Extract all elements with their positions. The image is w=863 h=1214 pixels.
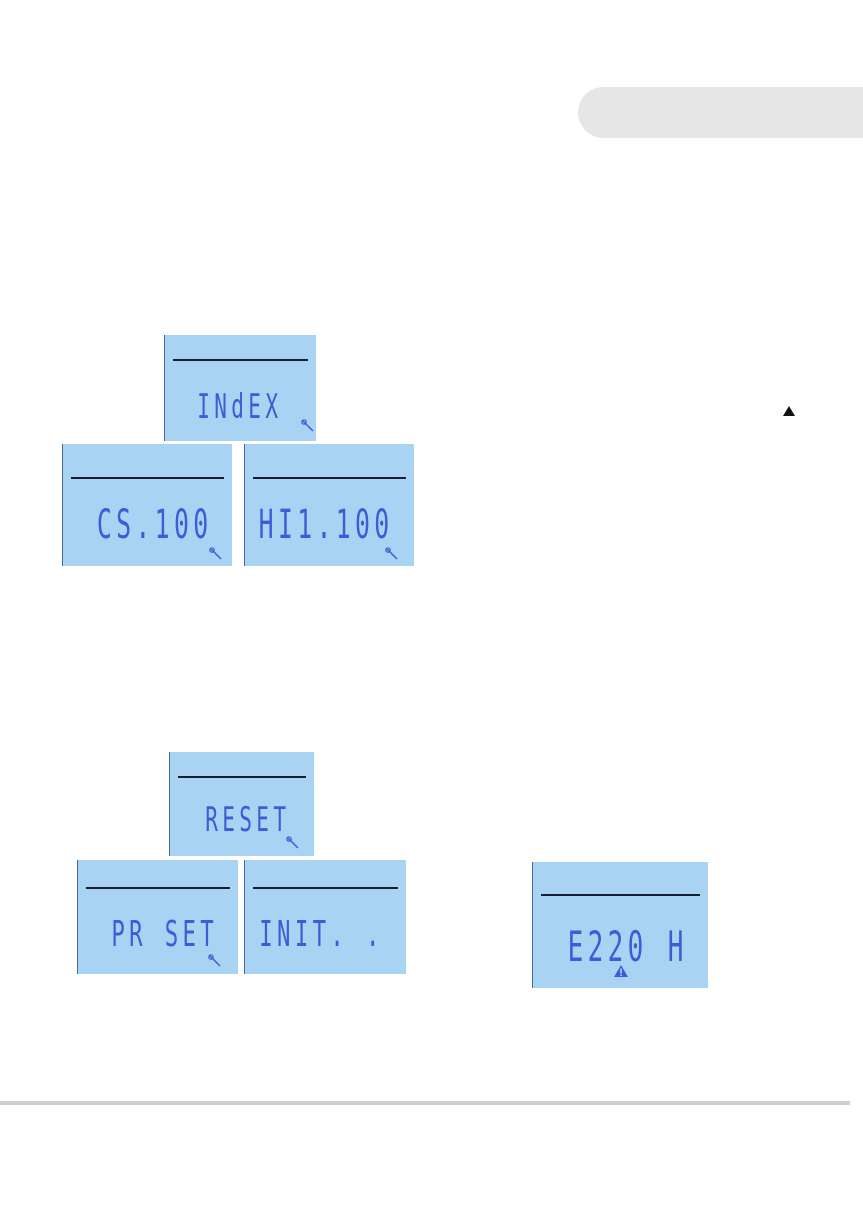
- lcd-rule: [178, 776, 306, 778]
- wrench-icon: [385, 547, 399, 561]
- wrench-icon: [286, 836, 300, 850]
- footer-divider: [0, 1101, 850, 1105]
- lcd-rule: [86, 887, 230, 889]
- lcd-rule: [541, 894, 700, 896]
- lcd-rule: [253, 887, 398, 889]
- wrench-icon: [301, 419, 315, 433]
- lcd-screen-init: INIT. .: [244, 860, 406, 974]
- lcd-rule: [71, 477, 224, 479]
- lcd-screen-error: E220 H: [532, 862, 708, 988]
- lcd-screen-hi: HI1.100: [244, 444, 414, 566]
- lcd-screen-prset: PR SET: [77, 860, 238, 974]
- lcd-text: PR SET: [111, 914, 218, 955]
- section-tab: [578, 87, 863, 138]
- lcd-screen-reset: RESET: [169, 752, 314, 856]
- lcd-rule: [253, 477, 406, 479]
- lcd-screen-index: INdEX: [164, 335, 316, 441]
- wrench-icon: [208, 954, 222, 968]
- warning-icon: [613, 964, 629, 978]
- lcd-rule: [173, 359, 308, 361]
- lcd-text: RESET: [205, 800, 290, 840]
- lcd-text: CS.100: [96, 502, 212, 548]
- lcd-text: INdEX: [197, 387, 282, 427]
- lcd-text: HI1.100: [259, 502, 394, 548]
- lcd-screen-cs: CS.100: [62, 444, 232, 566]
- lcd-text: INIT. .: [260, 914, 384, 955]
- up-arrow-icon: [782, 405, 796, 417]
- wrench-icon: [209, 547, 223, 561]
